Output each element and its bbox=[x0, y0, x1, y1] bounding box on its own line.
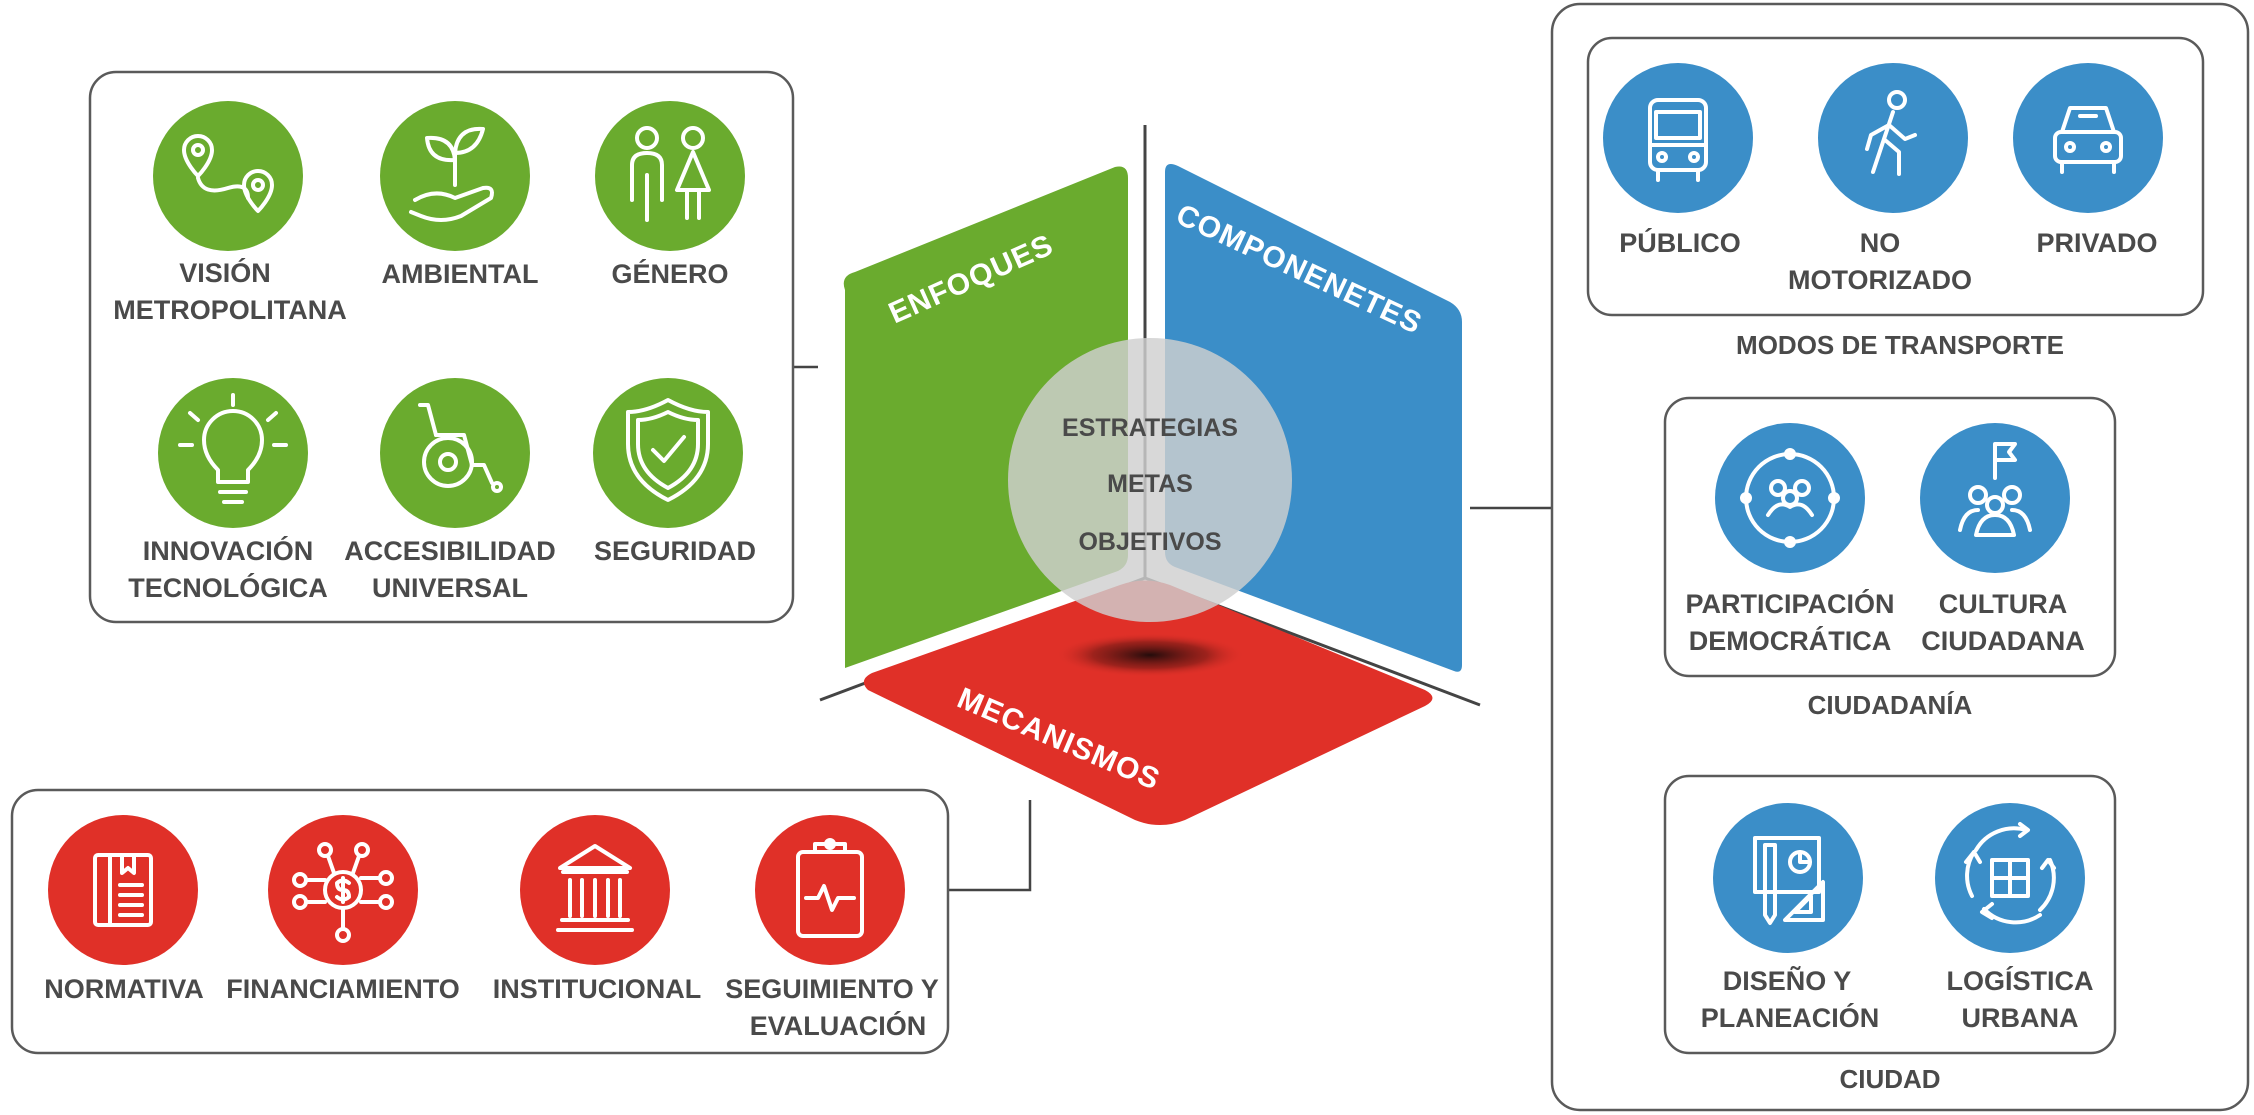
seguimiento-circle bbox=[755, 815, 905, 965]
innovacion-label-1: INNOVACIÓN bbox=[143, 535, 314, 566]
accesibilidad-label-2: UNIVERSAL bbox=[372, 573, 528, 603]
no-motorizado-label-2: MOTORIZADO bbox=[1788, 265, 1972, 295]
enfoque-ambiental: AMBIENTAL bbox=[380, 101, 538, 289]
participacion-label-2: DEMOCRÁTICA bbox=[1689, 625, 1892, 656]
normativa-label: NORMATIVA bbox=[44, 974, 203, 1004]
clipboard-pulse-icon bbox=[796, 838, 864, 938]
mecanismo-institucional: INSTITUCIONAL bbox=[493, 815, 702, 1004]
central-cube: ENFOQUES COMPONENETES MECANISMOS ESTRATE… bbox=[819, 125, 1481, 825]
mecanismos-connector bbox=[948, 800, 1032, 892]
enfoque-genero: GÉNERO bbox=[595, 101, 745, 289]
walking-person-icon bbox=[1865, 90, 1917, 176]
modos-box bbox=[1586, 36, 2205, 317]
modo-no-motorizado: NO MOTORIZADO bbox=[1788, 63, 1972, 295]
map-pin-route-icon bbox=[182, 134, 274, 213]
ambiental-label: AMBIENTAL bbox=[382, 259, 539, 289]
ciudadania-participacion: PARTICIPACIÓN DEMOCRÁTICA bbox=[1686, 423, 1895, 656]
no-motorizado-label-1: NO bbox=[1860, 228, 1901, 258]
accesibilidad-label-1: ACCESIBILIDAD bbox=[344, 536, 556, 566]
participacion-circle bbox=[1715, 423, 1865, 573]
book-icon bbox=[93, 853, 153, 927]
no-motorizado-circle bbox=[1818, 63, 1968, 213]
center-objetivos: OBJETIVOS bbox=[1078, 528, 1221, 556]
diseno-label-2: PLANEACIÓN bbox=[1701, 1002, 1880, 1033]
ciudad-group: DISEÑO Y PLANEACIÓN LOGÍSTICA URBANA CIU… bbox=[1663, 774, 2117, 1094]
vision-circle bbox=[153, 101, 303, 251]
participacion-label-1: PARTICIPACIÓN bbox=[1686, 588, 1895, 619]
ciudad-box bbox=[1663, 774, 2117, 1055]
vision-label-2: METROPOLITANA bbox=[113, 295, 346, 325]
enfoque-seguridad: SEGURIDAD bbox=[593, 378, 756, 566]
ciudadania-group: PARTICIPACIÓN DEMOCRÁTICA CULTURA CIUDAD… bbox=[1663, 396, 2117, 720]
componentes-outer-box bbox=[1550, 2, 2250, 1112]
mecanismo-financiamiento: FINANCIAMIENTO bbox=[226, 815, 460, 1004]
modos-transporte-group: PÚBLICO NO MOTORIZADO PRIV bbox=[1586, 36, 2205, 360]
innovacion-label-2: TECNOLÓGICA bbox=[128, 572, 328, 603]
plant-hand-icon bbox=[409, 126, 494, 222]
mecanismos-face bbox=[863, 580, 1433, 825]
privado-label: PRIVADO bbox=[2036, 228, 2157, 258]
mecanismos-box bbox=[10, 788, 950, 1055]
genero-circle bbox=[595, 101, 745, 251]
center-circle bbox=[1008, 338, 1292, 622]
genero-label: GÉNERO bbox=[611, 258, 728, 289]
enfoques-box bbox=[88, 70, 795, 624]
shield-check-icon bbox=[626, 398, 710, 502]
institucional-label: INSTITUCIONAL bbox=[493, 974, 702, 1004]
publico-label: PÚBLICO bbox=[1619, 227, 1741, 258]
lightbulb-icon bbox=[178, 393, 288, 504]
logistica-label-2: URBANA bbox=[1962, 1003, 2079, 1033]
enfoque-accesibilidad: ACCESIBILIDAD UNIVERSAL bbox=[344, 378, 556, 603]
vision-label-1: VISIÓN bbox=[179, 257, 271, 288]
cultura-label-1: CULTURA bbox=[1939, 589, 2067, 619]
man-woman-icon bbox=[630, 126, 711, 222]
modo-privado: PRIVADO bbox=[2013, 63, 2163, 258]
seguimiento-label-1: SEGUIMIENTO Y bbox=[725, 974, 939, 1004]
normativa-circle bbox=[48, 815, 198, 965]
diseno-circle bbox=[1713, 803, 1863, 953]
ciudad-logistica: LOGÍSTICA URBANA bbox=[1935, 803, 2094, 1033]
accesibilidad-circle bbox=[380, 378, 530, 528]
institution-icon bbox=[556, 844, 634, 932]
diseno-label-1: DISEÑO Y bbox=[1723, 965, 1852, 996]
group-flag-icon bbox=[1958, 442, 2032, 537]
financiamiento-label: FINANCIAMIENTO bbox=[226, 974, 460, 1004]
mecanismo-normativa: NORMATIVA bbox=[44, 815, 204, 1004]
car-icon bbox=[2053, 106, 2123, 174]
modo-publico: PÚBLICO bbox=[1603, 63, 1753, 258]
puzzle-cycle-icon bbox=[1964, 822, 2056, 925]
enfoque-innovacion: INNOVACIÓN TECNOLÓGICA bbox=[128, 378, 328, 603]
seguridad-circle bbox=[593, 378, 743, 528]
mecanismos-panel: NORMATIVA FINANCIAMIENTO bbox=[10, 788, 950, 1055]
cultura-label-2: CIUDADANA bbox=[1921, 626, 2085, 656]
ciudadania-box bbox=[1663, 396, 2117, 678]
logistica-label-1: LOGÍSTICA bbox=[1947, 965, 2094, 996]
ciudadania-title: CIUDADANÍA bbox=[1808, 690, 1973, 720]
seguimiento-label-2: EVALUACIÓN bbox=[750, 1010, 927, 1041]
circle-shadow bbox=[1055, 633, 1245, 677]
ciudad-diseno: DISEÑO Y PLANEACIÓN bbox=[1701, 803, 1880, 1033]
seguridad-label: SEGURIDAD bbox=[594, 536, 756, 566]
center-estrategias: ESTRATEGIAS bbox=[1062, 414, 1238, 442]
componentes-panel: PÚBLICO NO MOTORIZADO PRIV bbox=[1550, 2, 2250, 1112]
mecanismo-seguimiento: SEGUIMIENTO Y EVALUACIÓN bbox=[725, 815, 939, 1041]
enfoque-vision-metropolitana: VISIÓN METROPOLITANA bbox=[113, 101, 347, 325]
wheelchair-icon bbox=[418, 403, 503, 493]
ciudadania-cultura: CULTURA CIUDADANA bbox=[1920, 423, 2085, 656]
center-metas: METAS bbox=[1107, 470, 1193, 498]
money-network-icon bbox=[292, 842, 394, 943]
privado-circle bbox=[2013, 63, 2163, 213]
bus-icon bbox=[1648, 98, 1708, 182]
community-circle-icon bbox=[1740, 448, 1840, 548]
design-tools-icon bbox=[1753, 836, 1825, 925]
ciudad-title: CIUDAD bbox=[1839, 1064, 1940, 1094]
modos-title: MODOS DE TRANSPORTE bbox=[1736, 330, 2064, 360]
enfoques-panel: VISIÓN METROPOLITANA AMBIENTAL GÉNER bbox=[88, 70, 795, 624]
